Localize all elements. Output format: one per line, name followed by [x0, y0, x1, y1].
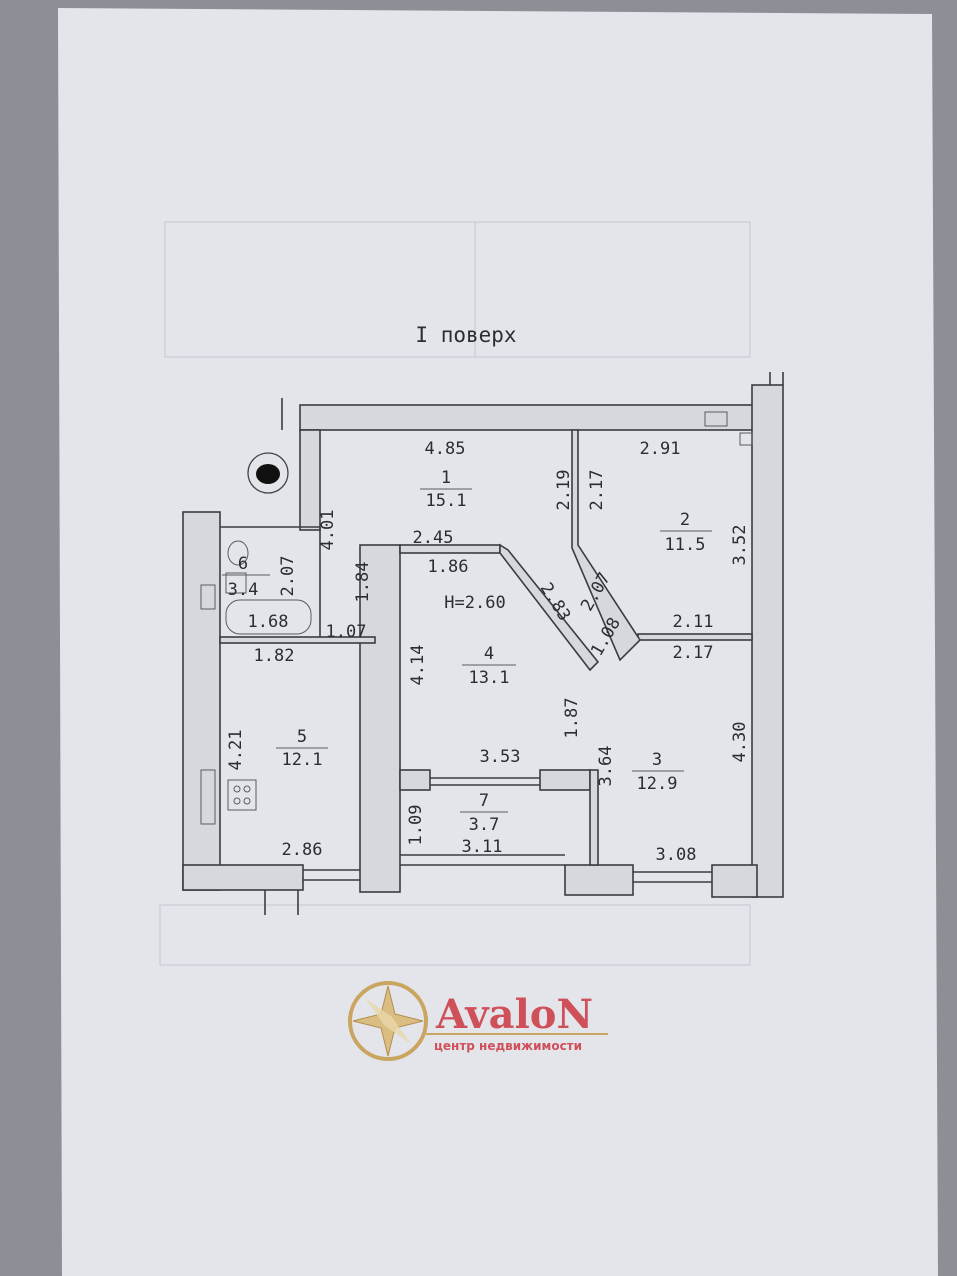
- compass-icon: [348, 981, 428, 1061]
- room-1-number: 1: [441, 468, 451, 488]
- dimension: 4.85: [425, 439, 466, 459]
- dimensions: 4.85 2.91 3.52 2.19 2.17 2.45 1.86 2.83 …: [226, 439, 750, 865]
- paper-sheet: [58, 8, 938, 1276]
- dimension: 1.07: [326, 622, 367, 642]
- room-3-number: 3: [652, 750, 662, 770]
- logo-name: AvaloN: [435, 991, 593, 1038]
- room-4-number: 4: [484, 644, 494, 664]
- dimension: 4.14: [408, 645, 428, 686]
- dimension: 2.45: [413, 528, 454, 548]
- room-7-area: 3.7: [469, 815, 500, 835]
- room-6-number: 6: [238, 554, 248, 574]
- dimension: 2.17: [673, 643, 714, 663]
- room-5-area: 12.1: [282, 750, 323, 770]
- dimension: 1.09: [406, 805, 426, 846]
- dimension: 2.11: [673, 612, 714, 632]
- room-2-number: 2: [680, 510, 690, 530]
- dimension: 3.08: [656, 845, 697, 865]
- dimension: 2.07: [278, 556, 298, 597]
- room-5-number: 5: [297, 727, 307, 747]
- dimension: 2.17: [587, 470, 607, 511]
- room-7-number: 7: [479, 791, 489, 811]
- avalon-watermark-logo: AvaloN центр недвижимости: [348, 981, 608, 1061]
- fixtures: [200, 411, 753, 825]
- logo-tagline: центр недвижимости: [434, 1039, 582, 1053]
- faint-background-plan: [159, 221, 751, 966]
- dimension: 3.64: [596, 746, 616, 787]
- dimension: 4.01: [318, 510, 338, 551]
- room-6-area: 3.4: [228, 580, 259, 600]
- room-2-area: 11.5: [665, 535, 706, 555]
- room-3-area: 12.9: [637, 774, 678, 794]
- stamp-icon: [247, 452, 289, 494]
- walls: [182, 372, 784, 915]
- dimension: 4.21: [226, 730, 246, 771]
- dimension: 4.30: [730, 722, 750, 763]
- floor-title: I поверх: [415, 323, 516, 347]
- dimension: 1.82: [254, 646, 295, 666]
- dimension: 2.19: [554, 470, 574, 511]
- dimension: 2.91: [640, 439, 681, 459]
- dimension: 3.11: [462, 837, 503, 857]
- ceiling-height: H=2.60: [444, 593, 505, 613]
- dimension: 3.53: [480, 747, 521, 767]
- dimension: 2.86: [282, 840, 323, 860]
- room-labels: 1 15.1 2 11.5 3 12.9 4 13.1 5 12.1 6 3.4…: [222, 468, 712, 835]
- dimension: 1.86: [428, 557, 469, 577]
- dimension: 3.52: [730, 525, 750, 566]
- dimension: 1.87: [562, 698, 582, 739]
- room-4-area: 13.1: [469, 668, 510, 688]
- dimension: 1.84: [353, 562, 373, 603]
- room-1-area: 15.1: [426, 491, 467, 511]
- dimension: 1.68: [248, 612, 289, 632]
